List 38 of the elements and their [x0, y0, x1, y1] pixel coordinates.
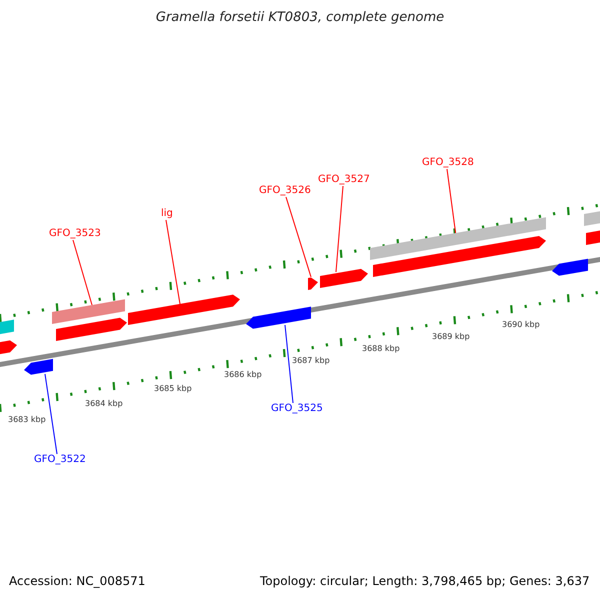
gene-feature: [320, 268, 368, 288]
gene-feature: [246, 306, 311, 329]
gene-feature: [128, 294, 240, 325]
scale-label: 3683 kbp: [8, 416, 46, 424]
gene-feature: [24, 358, 53, 375]
accession-text: Accession: NC_008571: [9, 575, 146, 587]
scale-label: 3688 kbp: [362, 345, 400, 353]
gene-label: GFO_3528: [422, 158, 474, 168]
gene-feature: [373, 236, 546, 277]
scale-label: 3685 kbp: [154, 385, 192, 393]
scale-label: 3690 kbp: [502, 321, 540, 329]
gene-label: GFO_3525: [271, 404, 323, 414]
scale-label: 3684 kbp: [85, 400, 123, 408]
scale-label: 3689 kbp: [432, 333, 470, 341]
gene-feature: [0, 340, 17, 355]
gene-label: GFO_3523: [49, 229, 101, 239]
gene-label: GFO_3526: [259, 186, 311, 196]
scale-label: 3687 kbp: [292, 357, 330, 365]
gene-feature: [52, 299, 125, 324]
scale-label: 3686 kbp: [224, 371, 262, 379]
gene-label: GFO_3522: [34, 455, 86, 465]
gene-feature: [370, 217, 546, 260]
gene-feature: [584, 211, 600, 226]
leader-line: [44, 374, 58, 454]
leader-line: [336, 186, 344, 272]
leader-line: [166, 220, 180, 304]
gene-label: GFO_3527: [318, 175, 370, 185]
gene-feature: [56, 318, 127, 341]
gene-feature: [308, 277, 318, 290]
gene-feature: [552, 258, 588, 276]
leader-line: [284, 324, 294, 404]
diagram-title: Gramella forsetii KT0803, complete genome: [156, 11, 444, 24]
gene-feature: [0, 320, 14, 335]
leader-line: [286, 196, 312, 278]
leader-line: [72, 240, 92, 306]
genome-summary: Topology: circular; Length: 3,798,465 bp; Genes: 3,637: [260, 575, 590, 587]
gene-feature: [586, 230, 600, 245]
gene-label: lig: [161, 209, 173, 219]
